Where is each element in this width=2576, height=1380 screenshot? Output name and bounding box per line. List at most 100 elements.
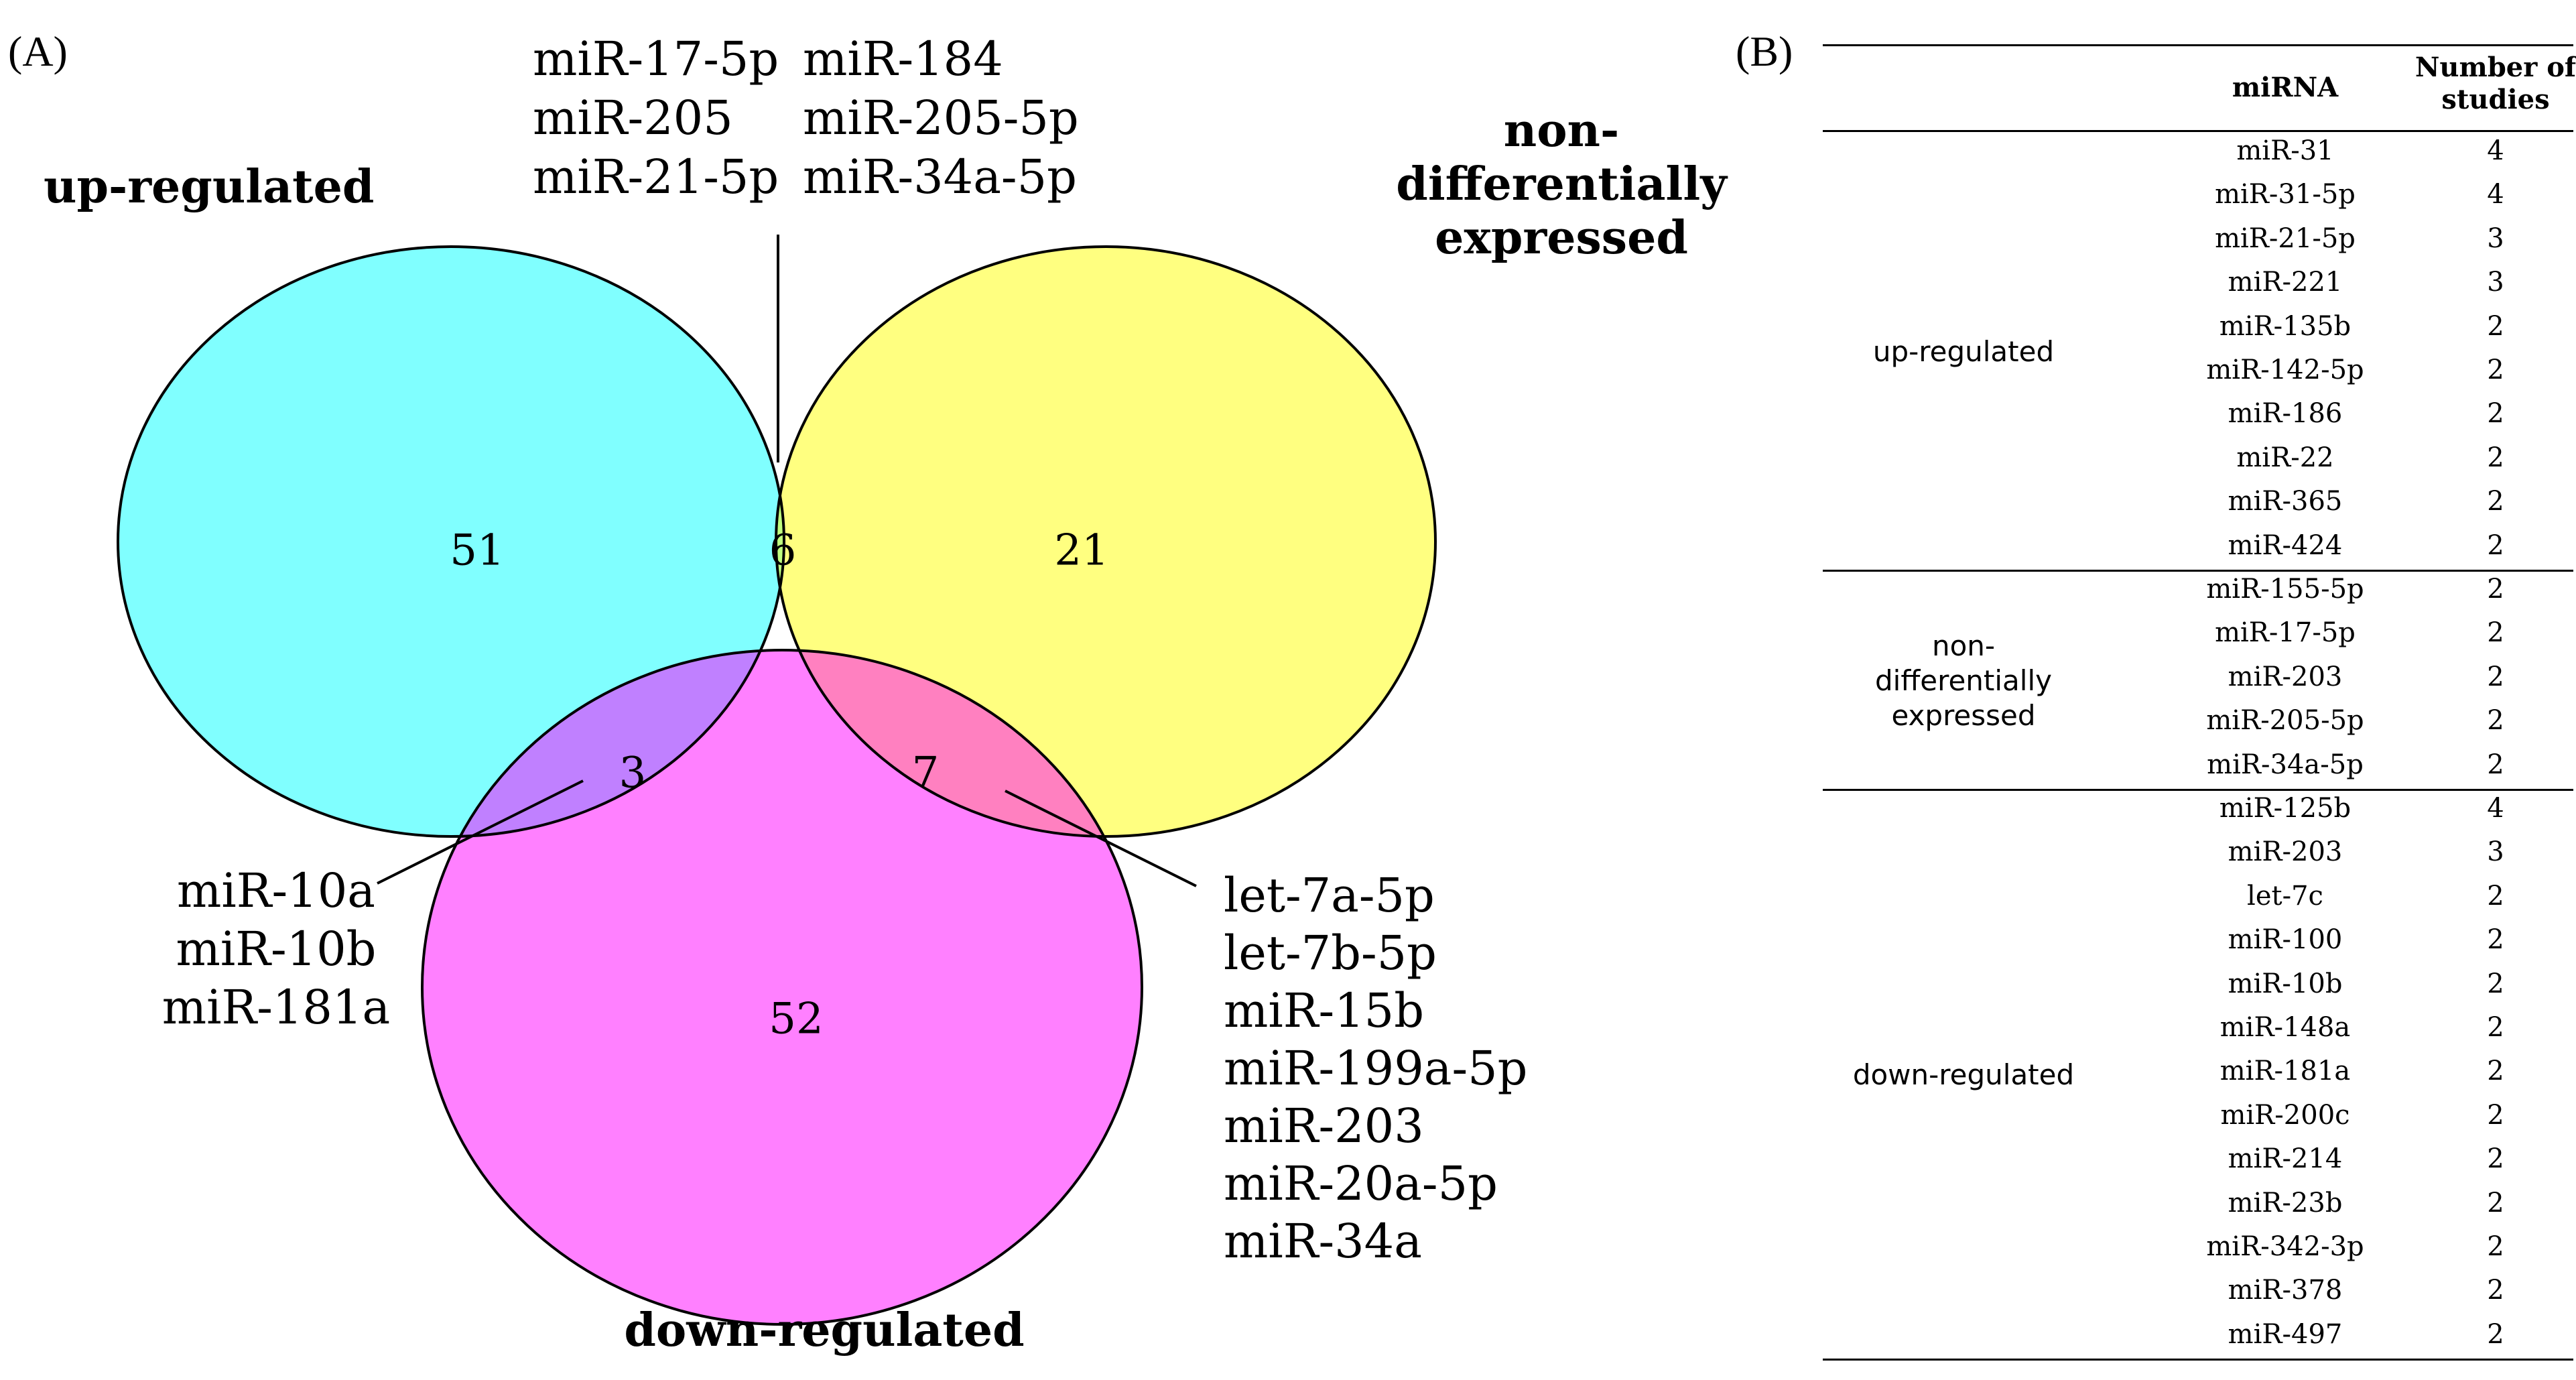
table-row-studies: 2 — [2487, 1231, 2504, 1262]
table-row-studies: 2 — [2487, 398, 2504, 430]
set-title-nde-line3: expressed — [1435, 211, 1688, 265]
callout-item: miR-34a-5p — [803, 149, 1077, 204]
callout-item: miR-203 — [1224, 1099, 1424, 1153]
header-mirna: miRNA — [2232, 72, 2339, 103]
callout-item: miR-205 — [533, 90, 733, 145]
table-row-studies: 2 — [2487, 968, 2504, 999]
table-row-studies: 2 — [2487, 310, 2504, 342]
table-row-mirna: miR-342-3p — [2206, 1231, 2364, 1262]
callout-up-nde-col1: miR-17-5p miR-205 miR-21-5p — [533, 32, 779, 204]
outline-up — [117, 245, 785, 838]
table-row-studies: 2 — [2487, 529, 2504, 561]
callout-item: miR-184 — [803, 32, 1003, 86]
table-row-studies: 2 — [2487, 1143, 2504, 1175]
table-row-mirna: miR-155-5p — [2206, 574, 2364, 605]
table-row-mirna: miR-221 — [2228, 267, 2343, 298]
table-bottom-rule — [1823, 1359, 2573, 1361]
count-up-down: 3 — [619, 749, 647, 798]
callout-item: miR-21-5p — [533, 149, 779, 204]
callout-item: let-7b-5p — [1224, 926, 1437, 981]
group-label-line: up-regulated — [1872, 335, 2055, 368]
circle-down-regulated — [422, 650, 1142, 1324]
table-row-studies: 2 — [2487, 1318, 2504, 1350]
table-row-studies: 2 — [2487, 924, 2504, 956]
table-row-mirna: miR-365 — [2228, 486, 2343, 517]
outline-nde — [775, 245, 1437, 838]
count-nde-down: 7 — [912, 749, 940, 798]
table-row-mirna: miR-34a-5p — [2207, 749, 2364, 780]
callout-item: let-7a-5p — [1224, 868, 1435, 923]
callout-item: miR-17-5p — [533, 32, 779, 86]
outline-down — [421, 649, 1143, 1326]
header-studies-line2: studies — [2441, 84, 2550, 115]
table-row-mirna: miR-200c — [2220, 1099, 2350, 1131]
table-row-mirna: miR-181a — [2219, 1056, 2351, 1087]
table-group-label: up-regulated — [1823, 334, 2104, 369]
table-row-mirna: miR-205-5p — [2206, 705, 2364, 737]
table-group-rule — [1823, 789, 2573, 791]
table-row-mirna: miR-378 — [2228, 1275, 2343, 1306]
panel-a-label: (A) — [8, 27, 68, 75]
callout-item: miR-205-5p — [803, 90, 1079, 145]
table-row-mirna: miR-203 — [2228, 836, 2343, 868]
header-studies-line1: Number of — [2414, 52, 2576, 83]
callout-item: miR-34a — [1224, 1214, 1422, 1269]
table-row-mirna: miR-148a — [2219, 1012, 2351, 1043]
table-row-studies: 2 — [2487, 442, 2504, 473]
table-row-mirna: miR-22 — [2236, 442, 2334, 473]
table-row-mirna: miR-424 — [2228, 529, 2343, 561]
table-row-mirna: miR-497 — [2228, 1318, 2343, 1350]
table-row-mirna: miR-17-5p — [2215, 617, 2356, 649]
table-row-studies: 2 — [2487, 1187, 2504, 1218]
count-nde-only: 21 — [1054, 526, 1108, 576]
table-row-mirna: miR-214 — [2228, 1143, 2343, 1175]
callout-up-nde-col2: miR-184 miR-205-5p miR-34a-5p — [803, 32, 1079, 204]
table-row-studies: 2 — [2487, 355, 2504, 385]
table-row-mirna: miR-135b — [2219, 310, 2352, 342]
callout-item: miR-10a — [177, 863, 375, 918]
set-title-down-regulated: down-regulated — [624, 1304, 1024, 1357]
table-row-studies: 2 — [2487, 1012, 2504, 1043]
table-row-studies: 3 — [2487, 836, 2504, 868]
table-row-studies: 2 — [2487, 486, 2504, 517]
table-row-mirna: miR-142-5p — [2206, 355, 2364, 385]
table-row-studies: 2 — [2487, 749, 2504, 780]
callout-item: miR-10b — [176, 922, 376, 977]
callout-item: miR-199a-5p — [1224, 1041, 1527, 1096]
table-row-mirna: miR-31 — [2236, 135, 2334, 166]
group-label-line: non- — [1931, 629, 1996, 662]
table-row-studies: 2 — [2487, 661, 2504, 692]
table-row-mirna: miR-203 — [2228, 661, 2343, 692]
set-title-nde-line2: differentially — [1396, 158, 1728, 211]
table-row-studies: 2 — [2487, 1099, 2504, 1131]
count-down-only: 52 — [769, 995, 823, 1044]
table-row-mirna: miR-186 — [2228, 398, 2343, 430]
table-group-rule — [1823, 570, 2573, 572]
leader-up-down — [377, 779, 584, 885]
callout-item: miR-15b — [1224, 983, 1424, 1038]
table-row-mirna: miR-23b — [2228, 1187, 2343, 1218]
set-title-up-regulated: up-regulated — [44, 160, 374, 214]
table-row-studies: 4 — [2487, 179, 2504, 210]
table-top-rule — [1823, 44, 2573, 46]
callout-item: miR-181a — [162, 980, 390, 1035]
callout-up-down: miR-10a miR-10b miR-181a — [162, 863, 390, 1035]
set-title-nde-line1: non- — [1504, 104, 1619, 158]
table-row-studies: 3 — [2487, 223, 2504, 254]
count-up-only: 51 — [450, 526, 504, 576]
table-group-label: down-regulated — [1823, 1058, 2104, 1092]
group-label-line: differentially — [1875, 664, 2052, 697]
table-row-mirna: miR-10b — [2228, 968, 2343, 999]
group-label-line: down-regulated — [1852, 1058, 2075, 1092]
table-row-mirna: miR-125b — [2219, 793, 2352, 824]
table-row-studies: 2 — [2487, 880, 2504, 912]
panel-b-label: (B) — [1736, 27, 1793, 75]
table-row-studies: 2 — [2487, 1056, 2504, 1087]
table-row-mirna: miR-31-5p — [2215, 179, 2356, 210]
callout-item: miR-20a-5p — [1224, 1156, 1498, 1211]
table-row-studies: 4 — [2487, 793, 2504, 824]
table-row-studies: 2 — [2487, 705, 2504, 737]
table-header-rule — [1823, 130, 2573, 132]
table-row-mirna: let-7c — [2247, 880, 2323, 912]
